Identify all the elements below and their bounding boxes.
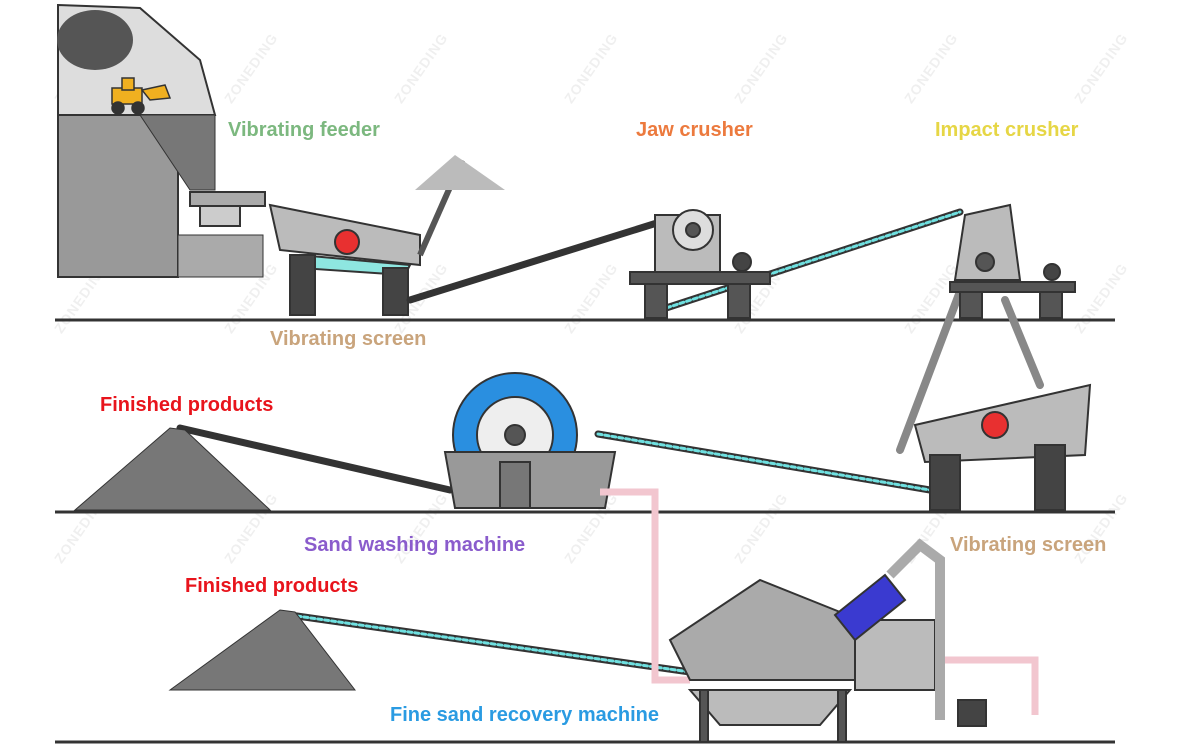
impact-crusher-machine — [949, 203, 1076, 319]
vibrating-feeder-machine — [189, 191, 266, 227]
slurry-pipe — [600, 488, 690, 684]
label-finished-products-2: Finished products — [185, 575, 359, 597]
hydrocyclone — [833, 573, 907, 642]
conveyor-to-jaw-crusher — [406, 218, 664, 304]
jaw-crusher-machine — [629, 209, 771, 319]
quarry-hill — [57, 3, 264, 278]
fine-sand-recovery-machine — [668, 538, 987, 743]
finished-products-pile-2 — [168, 609, 357, 691]
label-vibrating-screen-2: Vibrating screen — [950, 534, 1107, 556]
conveyor-to-screen-2 — [896, 261, 974, 454]
ground-lines — [55, 318, 1115, 744]
rock-pile — [57, 10, 133, 70]
label-fine-sand-recovery-machine: Fine sand recovery machine — [390, 704, 660, 726]
loader-icon — [111, 77, 172, 115]
finished-products-pile-1 — [73, 427, 272, 511]
sand-washing-machine — [443, 372, 617, 509]
label-impact-crusher: Impact crusher — [935, 119, 1079, 141]
label-finished-products-1: Finished products — [100, 394, 274, 416]
vibrating-screen-machine-2 — [913, 383, 1092, 511]
label-vibrating-screen-1: Vibrating screen — [270, 328, 427, 350]
label-jaw-crusher: Jaw crusher — [636, 119, 753, 141]
conveyors — [176, 208, 1044, 676]
stone-pile-top — [415, 155, 505, 190]
conveyor-finished-products-1 — [176, 424, 454, 494]
label-vibrating-feeder: Vibrating feeder — [228, 119, 380, 141]
vibrating-screen-machine-1 — [268, 203, 421, 316]
label-sand-washing-machine: Sand washing machine — [304, 534, 526, 556]
